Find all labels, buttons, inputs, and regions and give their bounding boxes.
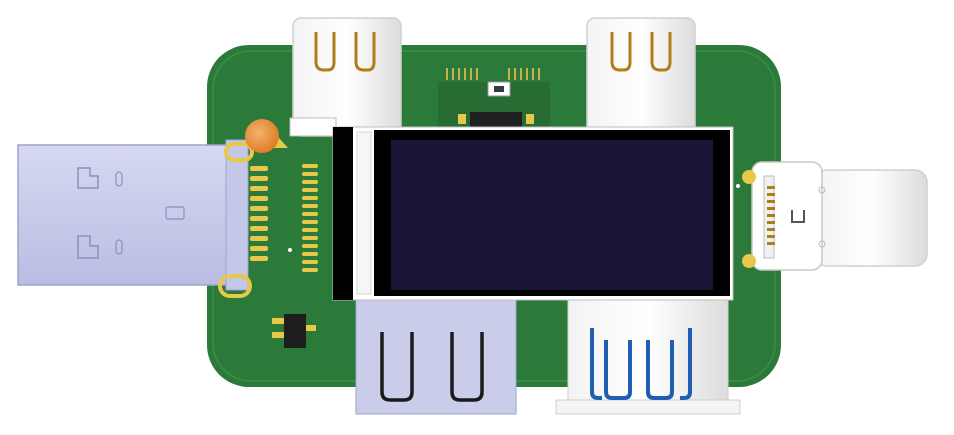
header-pads	[288, 164, 318, 272]
usb-a-plug-left	[17, 139, 249, 291]
sot23-transistor	[272, 314, 316, 348]
usb-a-mounting-pads	[218, 142, 254, 298]
usb-a-receptacle-bottom-left	[355, 299, 517, 415]
usb-c-receptacle-top-left	[289, 17, 402, 137]
oled-display	[332, 126, 734, 301]
usb3-a-receptacle-bottom-right	[555, 299, 741, 415]
display-screen	[391, 140, 713, 290]
usb-a-pin-pads	[250, 166, 268, 261]
usb-c-receptacle-top-right	[586, 17, 696, 137]
chip-area	[438, 68, 550, 130]
usb-c-plug-right	[736, 161, 928, 271]
status-led	[245, 119, 288, 153]
